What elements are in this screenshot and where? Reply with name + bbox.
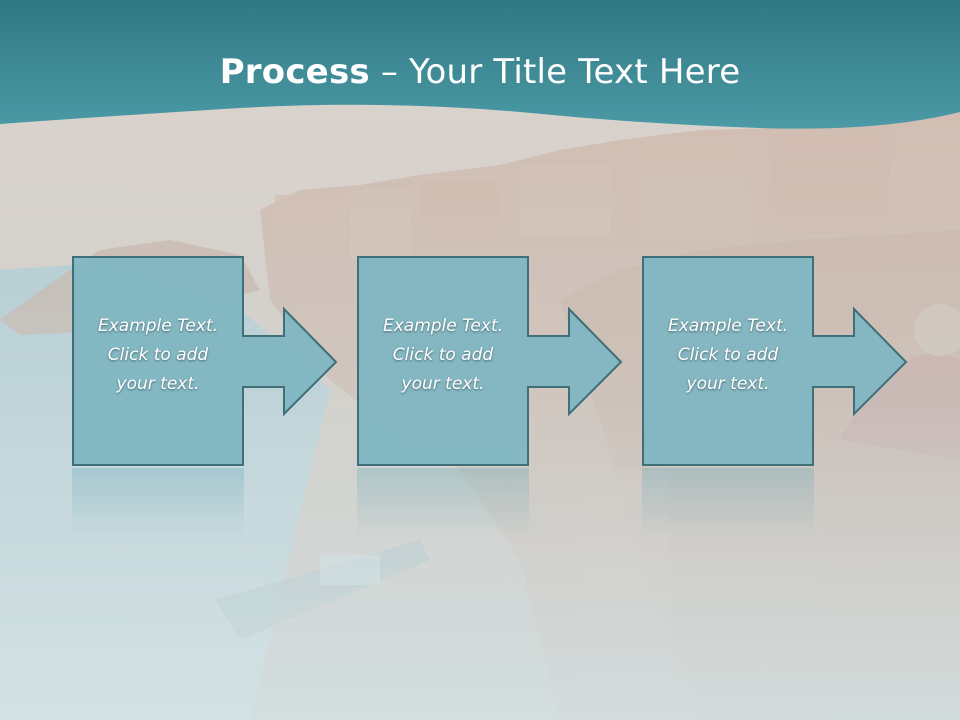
step-2-reflection	[357, 468, 529, 538]
step-1-text[interactable]: Example Text. Click to add your text.	[97, 316, 219, 394]
step-3-text[interactable]: Example Text. Click to add your text.	[667, 316, 789, 394]
process-step-3[interactable]: Example Text. Click to add your text.	[642, 256, 932, 466]
title-band	[0, 0, 960, 129]
title-bold-text: Process	[219, 52, 370, 92]
arrow-shape	[642, 256, 908, 466]
arrow-shape	[72, 256, 338, 466]
process-step-1[interactable]: Example Text. Click to add your text.	[72, 256, 362, 466]
slide-title[interactable]: Process – Your Title Text Here	[0, 52, 960, 92]
title-rest-text: – Your Title Text Here	[369, 52, 741, 92]
step-3-reflection	[642, 468, 814, 538]
arrow-shape	[357, 256, 623, 466]
step-2-text[interactable]: Example Text. Click to add your text.	[382, 316, 504, 394]
step-1-reflection	[72, 468, 244, 538]
process-step-2[interactable]: Example Text. Click to add your text.	[357, 256, 647, 466]
